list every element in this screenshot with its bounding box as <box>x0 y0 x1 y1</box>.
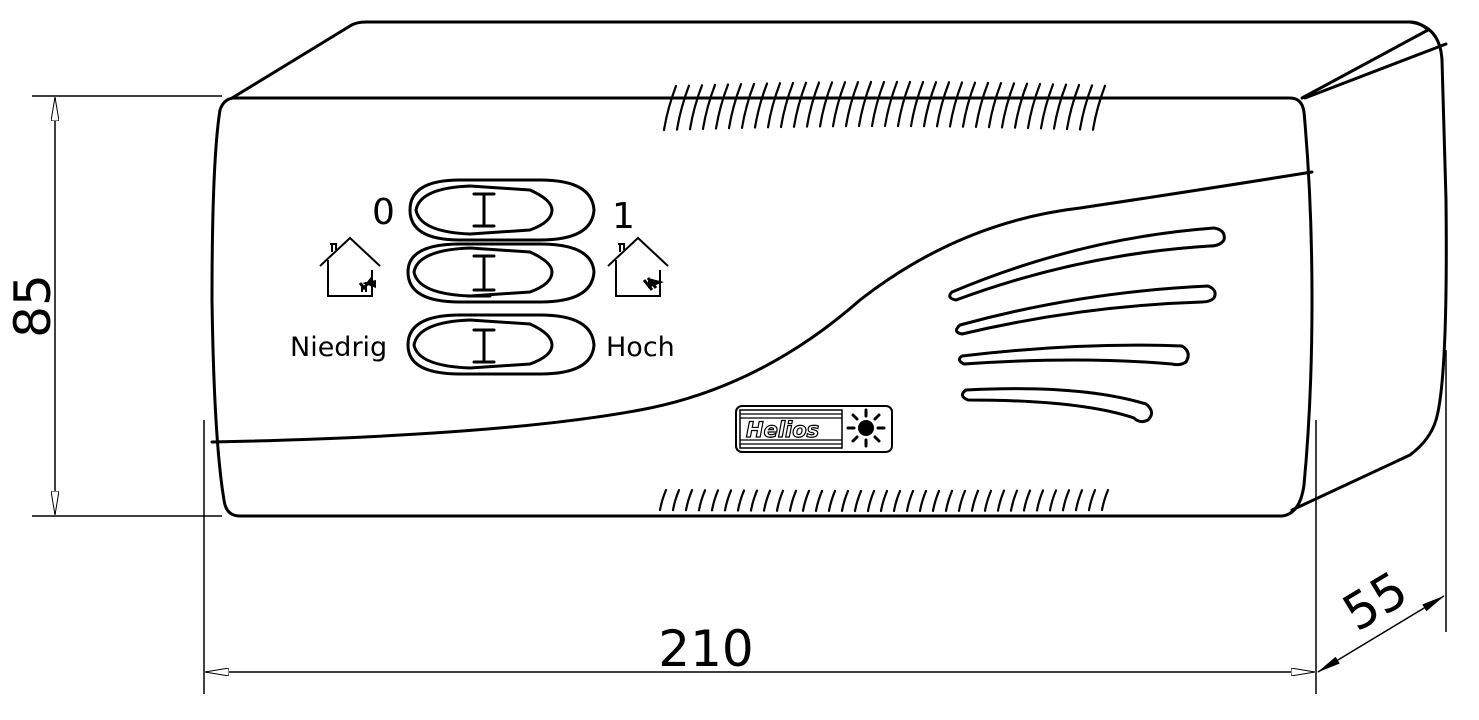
vent-slot <box>892 489 902 513</box>
vent-slot <box>662 84 678 132</box>
vent-slots-top <box>662 80 1107 132</box>
vent-slot <box>931 489 941 513</box>
dimension-depth: 55 <box>1317 350 1447 673</box>
vent-slot <box>935 81 951 128</box>
vent-slot <box>675 84 691 131</box>
house-air-in-icon <box>319 236 381 297</box>
vent-slot <box>1026 82 1042 130</box>
vent-slot <box>749 489 759 512</box>
power-switch-off-label: 0 <box>372 192 395 233</box>
helios-brand-text: Helios <box>746 418 819 442</box>
vent-slot <box>905 489 915 513</box>
vent-slot <box>762 489 772 512</box>
dimension-height-value: 85 <box>4 274 62 338</box>
vent-slot <box>996 489 1006 512</box>
vent-slot <box>1048 489 1058 512</box>
helios-logo: Helios <box>735 405 893 453</box>
speed-switch-low-label: Niedrig <box>290 332 387 363</box>
vent-slot <box>1013 82 1029 129</box>
vent-slot <box>714 83 730 130</box>
vent-slot <box>844 81 860 128</box>
vent-slot <box>684 489 694 512</box>
vent-slot <box>818 81 834 128</box>
dimension-width: 210 <box>203 420 1317 694</box>
vent-slot <box>896 80 912 128</box>
vent-slot <box>710 489 720 512</box>
vent-slot <box>671 488 681 512</box>
air-outlet-slots <box>948 226 1226 424</box>
vent-slot <box>883 80 899 128</box>
vent-slot <box>723 489 733 512</box>
vent-slot <box>961 81 977 128</box>
vent-slot <box>753 82 769 129</box>
vent-slot <box>805 81 821 128</box>
vent-slot <box>658 488 668 512</box>
vent-slot <box>879 489 889 513</box>
vent-slot <box>1061 489 1071 512</box>
helios-fan-emblem-icon <box>846 408 886 448</box>
vent-slot <box>788 489 798 512</box>
speed-switch-high-label: Hoch <box>606 332 675 363</box>
vent-slot <box>1087 489 1097 512</box>
power-switch-on-label: 1 <box>612 196 635 237</box>
dimension-height: 85 <box>4 95 222 517</box>
vent-slot <box>740 82 756 129</box>
vent-slot <box>1091 84 1107 131</box>
vent-slot <box>987 82 1003 129</box>
vent-slot <box>983 489 993 512</box>
vent-slot <box>974 81 990 128</box>
vent-slot <box>775 489 785 512</box>
vent-slot <box>727 83 743 130</box>
vent-slot <box>918 489 928 513</box>
vent-slot <box>779 81 795 129</box>
vent-slot <box>1100 488 1110 512</box>
vent-slot <box>909 80 925 128</box>
vent-slot <box>736 489 746 512</box>
vent-slot <box>870 80 886 128</box>
vent-slot <box>1039 83 1055 130</box>
vent-slot <box>1009 489 1019 512</box>
vent-slot <box>970 489 980 512</box>
vent-slot <box>948 81 964 128</box>
airflow-switch[interactable] <box>319 236 669 304</box>
vent-slot <box>866 489 876 513</box>
vent-slot <box>1052 83 1068 130</box>
power-switch[interactable]: 0 1 <box>372 178 635 242</box>
vent-slot <box>840 489 850 513</box>
vent-slot <box>1074 489 1084 512</box>
vent-slot <box>853 489 863 513</box>
vent-slot <box>1035 489 1045 512</box>
vent-slot <box>814 489 824 512</box>
vent-slot <box>1065 83 1081 131</box>
vent-slot <box>957 489 967 512</box>
vent-slot <box>697 489 707 512</box>
vent-slot <box>801 489 811 512</box>
housing <box>210 20 1448 518</box>
vent-slot <box>857 80 873 128</box>
speed-switch[interactable]: Niedrig Hoch <box>290 313 675 376</box>
vent-slot <box>766 82 782 129</box>
vent-slot <box>831 81 847 128</box>
vent-slot <box>701 83 717 130</box>
house-air-out-icon <box>607 236 669 297</box>
dimension-width-value: 210 <box>658 620 753 678</box>
vent-slot <box>1078 84 1094 131</box>
vent-slot <box>827 489 837 513</box>
dimension-depth-value: 55 <box>1333 560 1417 642</box>
vent-slot <box>922 81 938 128</box>
vent-slot <box>792 81 808 128</box>
vent-slot <box>944 489 954 513</box>
vent-slot <box>1022 489 1032 512</box>
vent-slot <box>688 84 704 131</box>
vent-slots-bottom <box>658 488 1110 513</box>
vent-slot <box>1000 82 1016 129</box>
